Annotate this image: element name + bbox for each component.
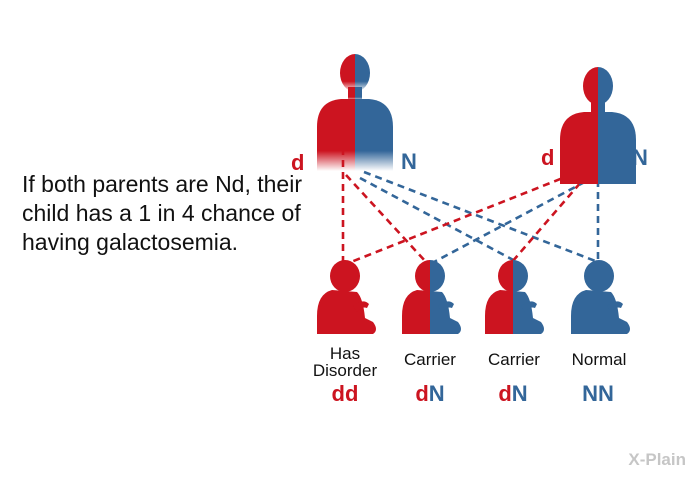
child-1-allele-2: d [345, 381, 359, 406]
parent-2-allele-left: d [541, 145, 555, 170]
child-4-label: Normal [571, 350, 627, 369]
child-3-figure [485, 260, 544, 334]
child-3-allele-1: d [498, 381, 512, 406]
child-3-label: Carrier [488, 350, 540, 369]
child-2-allele-1: d [415, 381, 429, 406]
child-2-label: Carrier [404, 350, 456, 369]
child-3-genotype: dN [483, 383, 543, 405]
parent-2 [560, 67, 636, 184]
caption-text: If both parents are Nd, their child has … [22, 171, 302, 255]
x-plain-logo: X-Plain [628, 450, 686, 470]
parent-1 [317, 54, 393, 171]
child-4-figure [571, 260, 630, 334]
parent-2-allele-right: N [632, 145, 648, 170]
line-p2-d-child1 [350, 168, 584, 264]
child-2-allele-2: N [428, 381, 445, 406]
parent-1-allele-right: N [401, 149, 417, 174]
parent-1-allele-left: d [291, 150, 305, 175]
x-plain-logo-text: X-Plain [628, 450, 686, 469]
child-2-genotype: dN [400, 383, 460, 405]
child-4-allele-2: N [598, 381, 614, 406]
line-p2-N-child2 [433, 174, 597, 264]
line-p1-N-child3 [359, 176, 518, 264]
child-4-genotype: NN [568, 383, 628, 405]
line-p2-d-child3 [511, 173, 589, 263]
child-1-label: Has Disorder [312, 344, 378, 380]
child-3-allele-2: N [511, 381, 528, 406]
child-1-allele-1: d [331, 381, 345, 406]
child-4-allele-1: N [582, 381, 598, 406]
line-p1-d-child2 [345, 174, 427, 263]
line-p1-N-child4 [363, 170, 599, 264]
inheritance-lines [341, 112, 600, 264]
child-1-figure [317, 260, 376, 334]
child-1-genotype: dd [315, 383, 375, 405]
child-2-figure [402, 260, 461, 334]
